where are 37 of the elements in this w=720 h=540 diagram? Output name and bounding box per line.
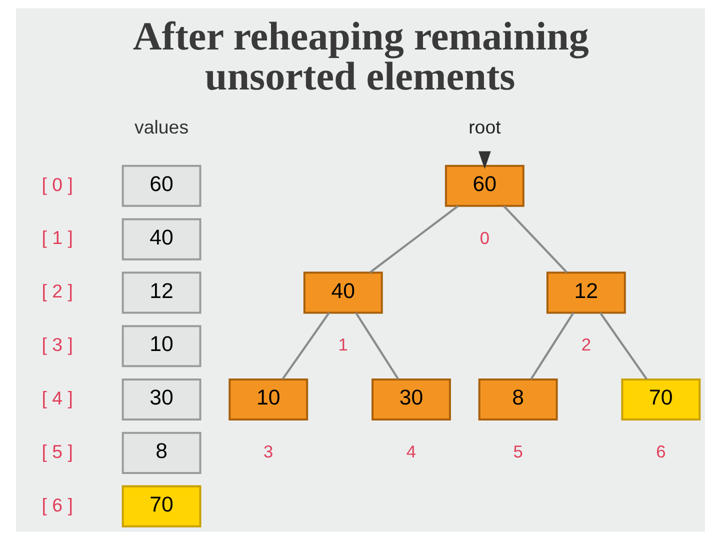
label: values: [134, 116, 188, 138]
node-box: 70: [620, 378, 700, 421]
node-box: 60: [444, 164, 524, 207]
node-label: [ 0 ]: [41, 174, 72, 195]
node-label: 3: [263, 441, 273, 462]
node-box: 8: [121, 432, 201, 474]
node-label: [ 1 ]: [41, 227, 72, 248]
node-box: 30: [371, 378, 450, 421]
node-box: 60: [121, 164, 201, 207]
node-label: [ 4 ]: [41, 387, 72, 408]
node-text: root: [468, 116, 500, 138]
connector: [354, 312, 399, 380]
connector: [502, 205, 568, 274]
node-label: 2: [580, 334, 590, 355]
node-box: 8: [478, 378, 558, 421]
node-box: 12: [546, 272, 626, 314]
node-box: 12: [121, 272, 201, 314]
node-label: [ 6 ]: [41, 494, 72, 516]
node-label: [ 5 ]: [41, 440, 72, 462]
node-box: 10: [228, 378, 308, 421]
node-box: 10: [121, 325, 201, 368]
node-box: 40: [302, 272, 382, 314]
connector: [530, 312, 574, 380]
node-label: 0: [479, 228, 490, 248]
node-label: [ 2 ]: [41, 280, 72, 302]
connector: [598, 312, 648, 380]
diagram-title: After reheaping remaining unsorted elements: [132, 14, 588, 99]
node-label: 5: [512, 441, 522, 462]
node-box: 70: [121, 485, 201, 528]
node-label: 4: [406, 441, 416, 462]
node-box: 40: [121, 218, 201, 260]
node-label: 6: [656, 441, 666, 462]
node-box: 30: [121, 378, 201, 421]
node-label: 1: [338, 334, 348, 355]
connector: [281, 312, 330, 380]
node-label: [ 3 ]: [41, 334, 72, 356]
connector: [368, 205, 458, 274]
